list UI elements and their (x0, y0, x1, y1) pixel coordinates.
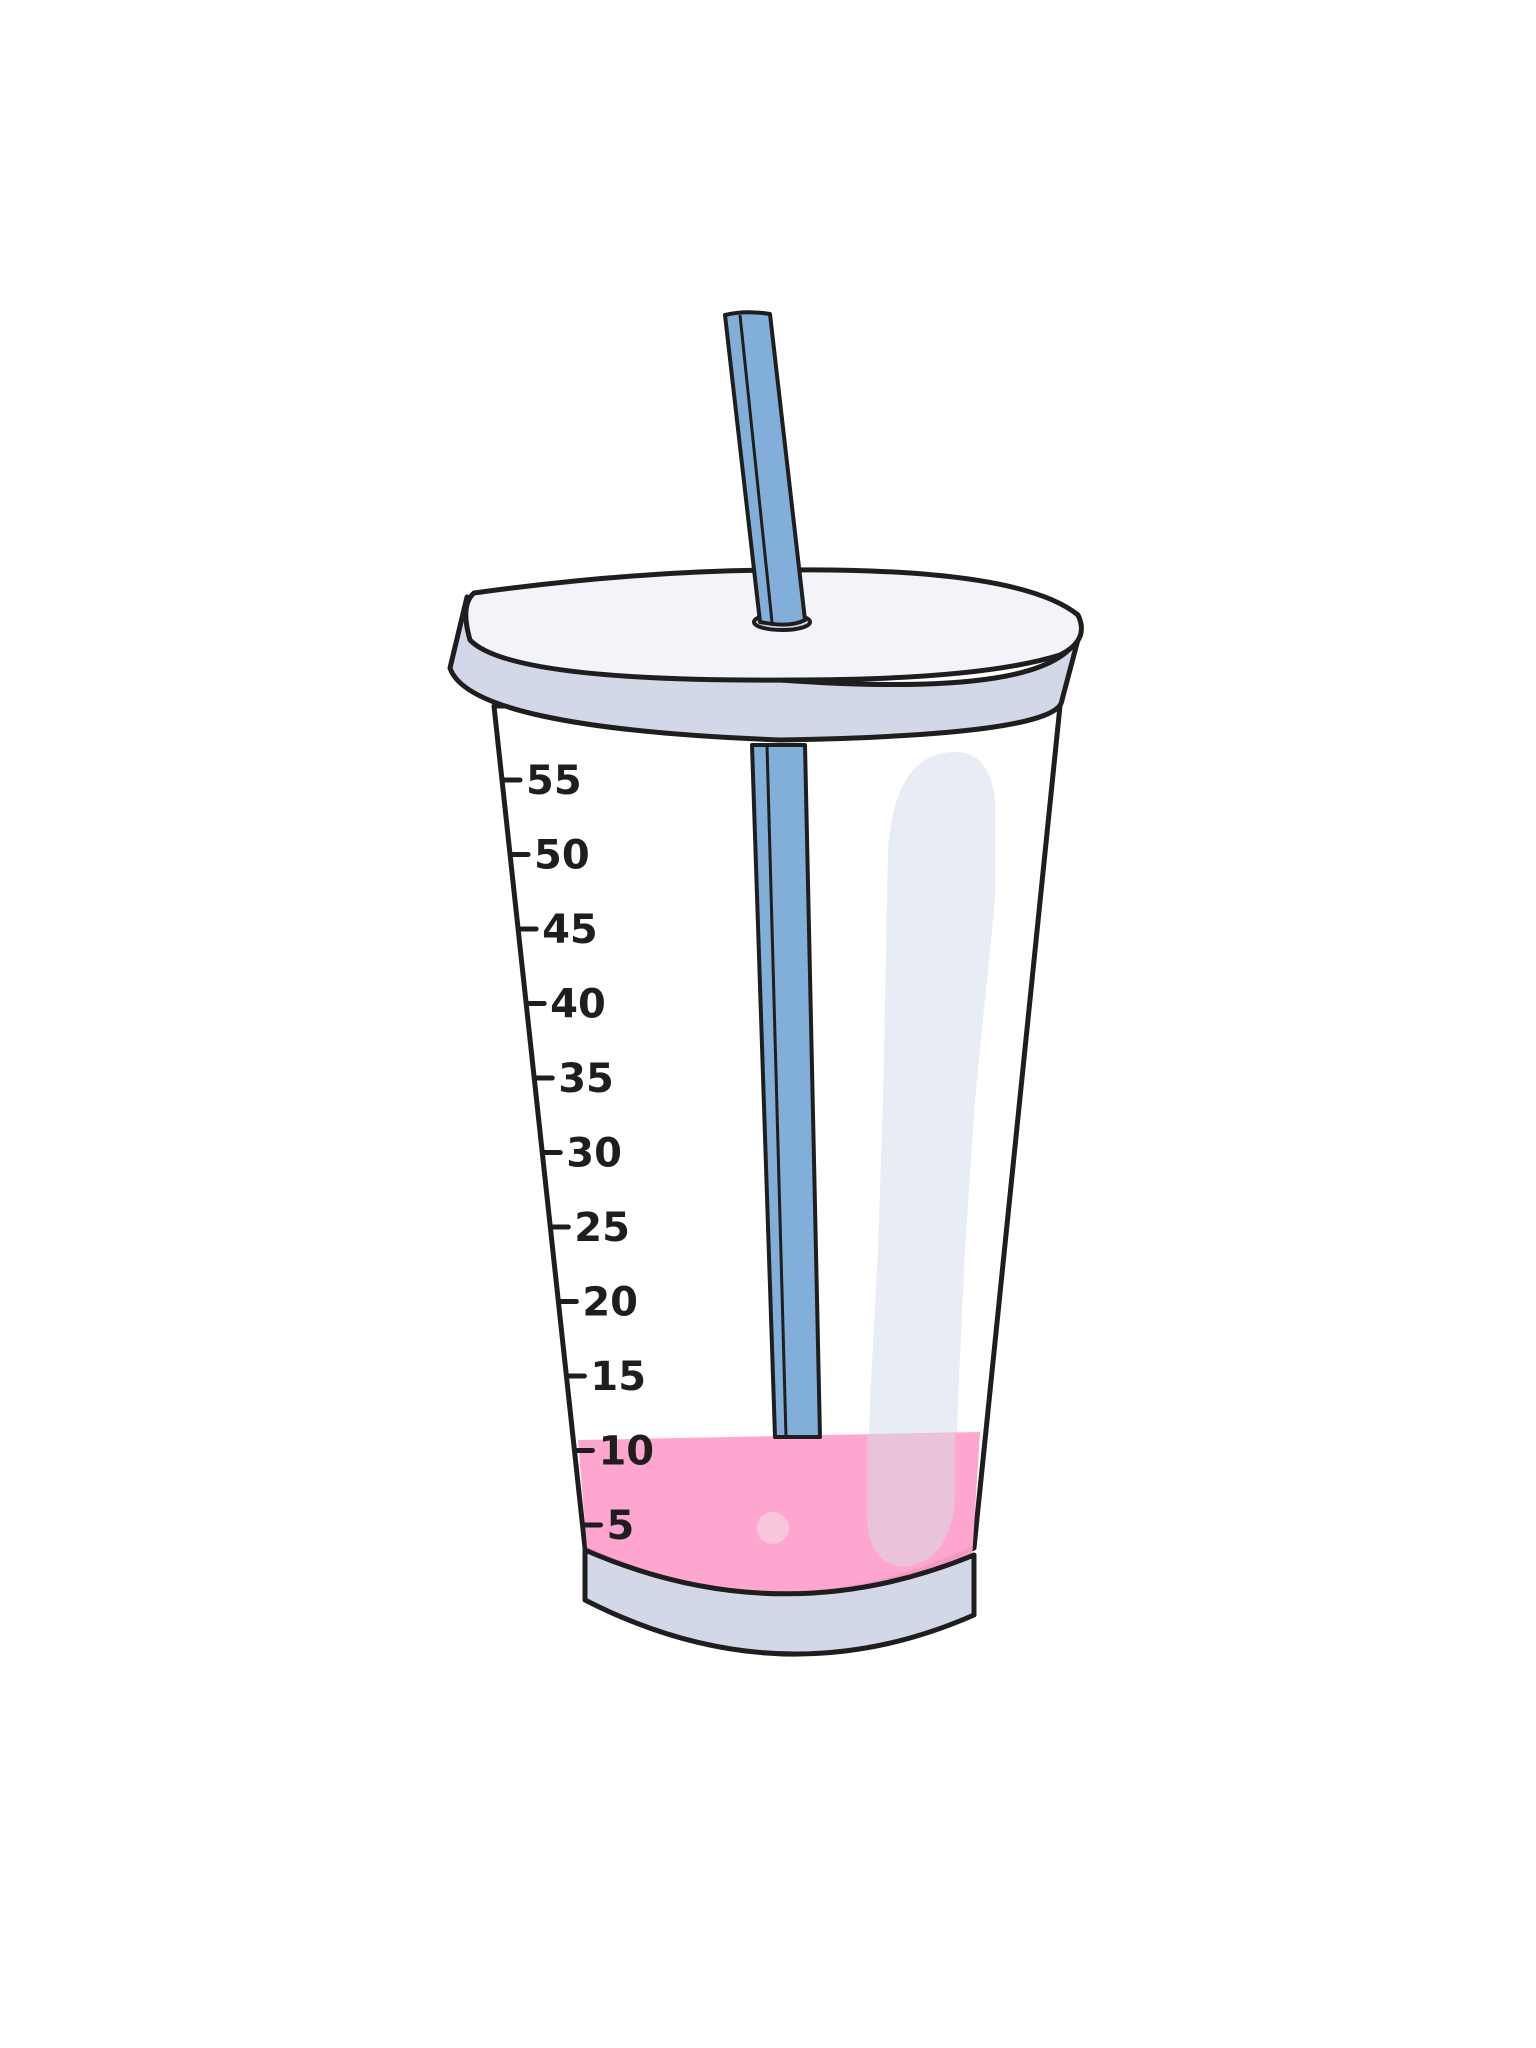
straw-seam (765, 744, 788, 1438)
scale-label: 10 (598, 1429, 654, 1475)
scale-label: 5 (607, 1503, 635, 1549)
scale-label: 35 (558, 1056, 614, 1102)
scale-label: 20 (582, 1280, 638, 1326)
scale-label: 30 (566, 1131, 622, 1177)
cup-base (582, 1547, 977, 1657)
scale-label: 25 (574, 1205, 630, 1251)
scale-label: 55 (526, 758, 582, 804)
scale-label: 40 (550, 982, 606, 1028)
straw-top (723, 310, 807, 627)
scale-label: 15 (590, 1354, 646, 1400)
liquid-highlight (867, 1433, 955, 1567)
scale-label: 50 (534, 833, 590, 879)
straw-top-seam (738, 314, 774, 623)
straw-icon (750, 743, 822, 1439)
bubble (757, 1512, 789, 1544)
measurement-scale: 55 50 45 40 35 30 25 20 15 10 5 (501, 758, 654, 1549)
cup-highlight (867, 752, 995, 1567)
scale-label: 45 (542, 907, 598, 953)
